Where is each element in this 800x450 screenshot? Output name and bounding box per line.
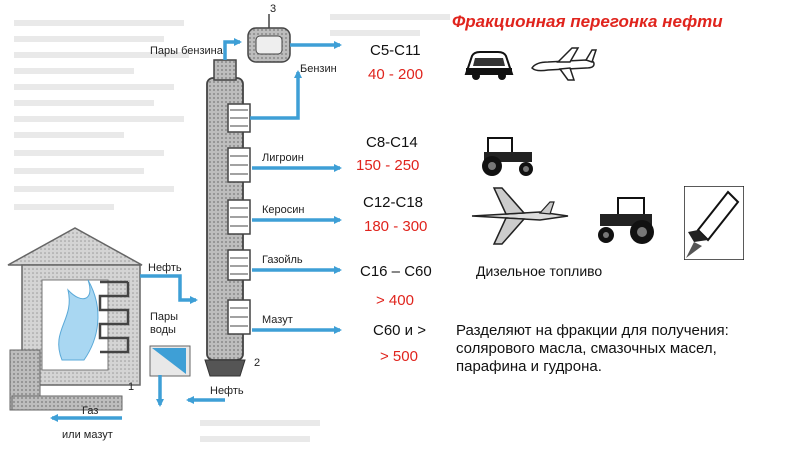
label-num-1: 1	[128, 381, 134, 393]
diesel-label: Дизельное топливо	[476, 263, 603, 279]
space-shuttle-icon	[684, 186, 744, 260]
label-num-3: 3	[270, 3, 276, 15]
label-water-vapor-1: Пары	[150, 311, 178, 323]
label-or-fuel-oil: или мазут	[62, 429, 113, 441]
label-oil-in: Нефть	[148, 262, 182, 274]
flow-arrows	[50, 38, 342, 422]
airplane-icon	[531, 47, 598, 81]
fraction-range: 180 - 300	[364, 218, 428, 235]
tractor-icon	[598, 197, 654, 244]
furnace	[7, 227, 191, 411]
faded-background-text	[14, 14, 450, 442]
note-text: Разделяют на фракции для получения: соля…	[456, 322, 776, 376]
distillation-column	[204, 59, 251, 377]
fraction-carbons: С8-С14	[366, 134, 418, 151]
label-naphtha: Лигроин	[262, 152, 304, 164]
fraction-carbons: С12-С18	[363, 194, 424, 211]
fraction-range: 40 - 200	[368, 66, 424, 83]
label-vapors-gasoline: Пары бензина	[150, 45, 224, 57]
fraction-carbons: С5-С11	[370, 42, 421, 59]
flame-icon	[58, 279, 99, 361]
label-gasoil: Газойль	[262, 254, 303, 266]
label-oil-out: Нефть	[210, 385, 244, 397]
label-gasoline: Бензин	[300, 63, 337, 75]
label-num-2: 2	[254, 357, 260, 369]
page-title: Фракционная перегонка нефти	[452, 12, 723, 31]
apparatus-labels: Пары бензина Бензин Лигроин Керосин Газо…	[62, 3, 337, 441]
note-line: парафина и гудрона.	[456, 358, 602, 375]
label-water-vapor-2: воды	[150, 324, 176, 336]
fraction-range: 150 - 250	[356, 157, 420, 174]
condenser	[247, 14, 291, 63]
jet-fighter-icon	[471, 187, 569, 245]
fraction-carbons: С16 – С60	[360, 263, 432, 280]
fraction-carbons: С60 и >	[373, 322, 426, 339]
note-line: Разделяют на фракции для получения:	[456, 322, 729, 339]
fraction-range: > 500	[380, 348, 418, 365]
label-kerosene: Керосин	[262, 204, 304, 216]
label-fuel-oil: Мазут	[262, 314, 293, 326]
car-icon	[464, 51, 514, 80]
tractor-icon	[482, 137, 533, 176]
fraction-range: > 400	[376, 292, 414, 309]
label-gas: Газ	[82, 405, 98, 417]
note-line: солярового масла, смазочных масел,	[456, 340, 717, 357]
